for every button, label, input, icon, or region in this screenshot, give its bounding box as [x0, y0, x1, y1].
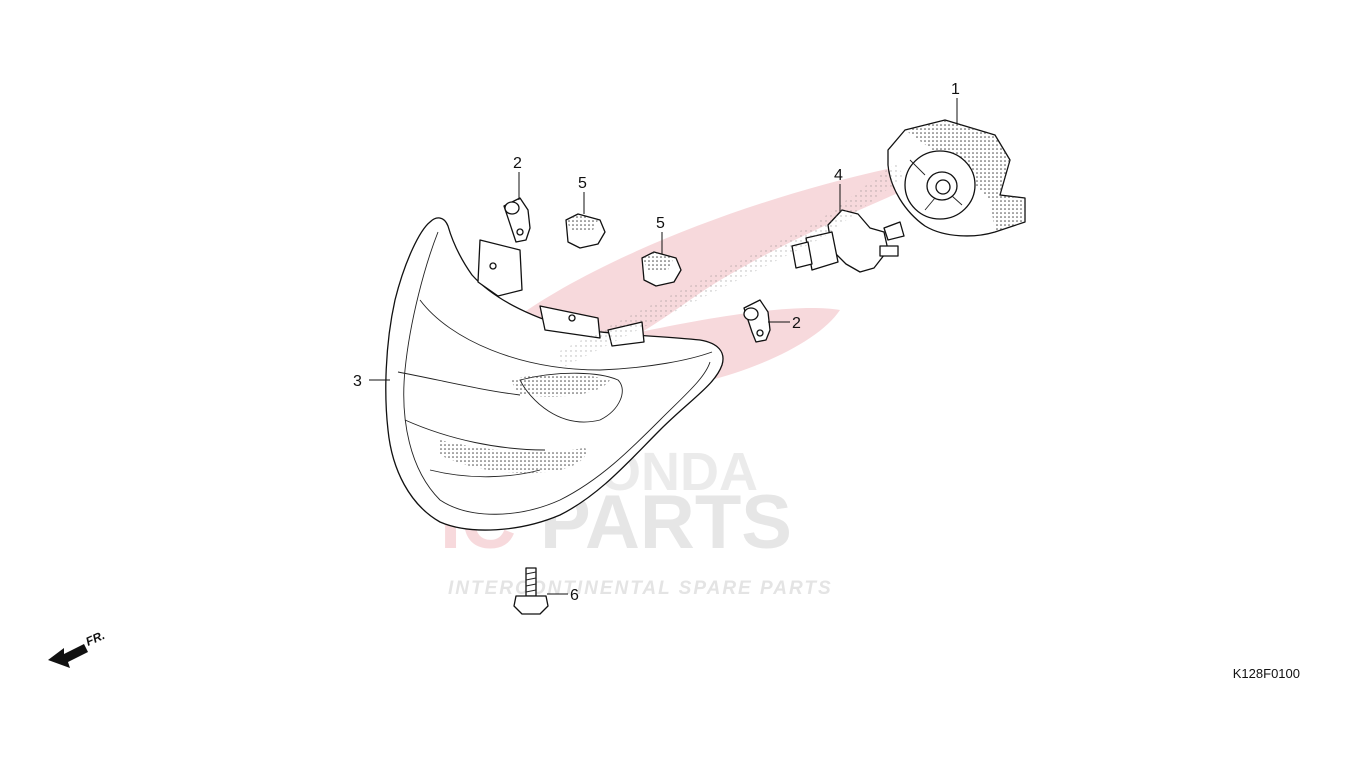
grommet-lower	[641, 251, 682, 287]
clip-lower	[743, 299, 771, 343]
arrow-front-icon	[48, 644, 88, 668]
direction-label: FR.	[84, 628, 107, 649]
callout-3: 3	[353, 373, 362, 390]
assembly-path	[556, 163, 905, 368]
front-direction-marker: FR.	[48, 628, 107, 668]
clip-upper	[503, 197, 531, 243]
watermark-tagline: INTERCONTINENTAL SPARE PARTS	[448, 578, 833, 599]
callout-5-upper: 5	[578, 175, 587, 192]
grommet-upper	[565, 213, 606, 249]
callout-1: 1	[951, 81, 960, 98]
headlight-unit	[385, 217, 724, 531]
callout-2-upper: 2	[513, 155, 522, 172]
callout-6: 6	[570, 587, 579, 604]
mounting-screw	[513, 567, 549, 615]
callout-2-lower: 2	[792, 315, 801, 332]
diagram-code: K128F0100	[1232, 666, 1300, 681]
leader-lines	[369, 98, 958, 595]
callout-5-lower: 5	[656, 215, 665, 232]
headlight-case	[887, 119, 1026, 237]
callout-4: 4	[834, 167, 843, 184]
callout-labels: 1 2 5 5 4 2 3 6	[353, 81, 960, 604]
